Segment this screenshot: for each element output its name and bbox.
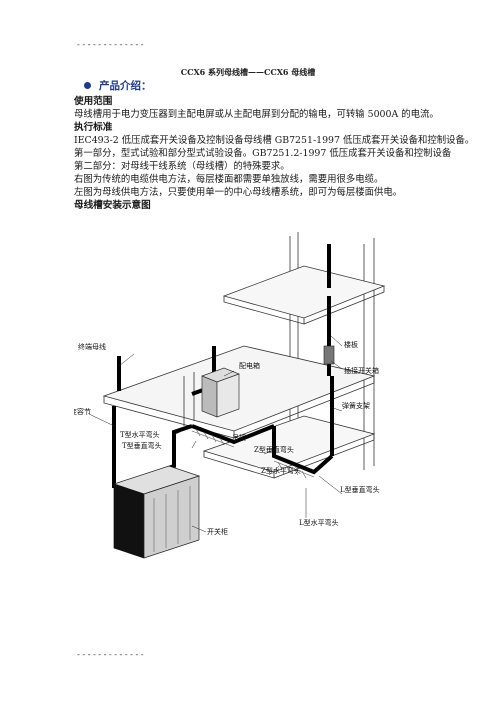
distribution-box-shape bbox=[201, 367, 240, 418]
label-transformer-joint: 变容节 bbox=[74, 407, 91, 416]
label-z-horizontal-elbow: Z型水平弯头 bbox=[261, 466, 301, 475]
label-distribution-box: 配电箱 bbox=[239, 361, 260, 370]
label-z-vertical-elbow: Z型垂直弯头 bbox=[254, 445, 294, 454]
standard-line-3: 第二部分：对母线干线系统（母线槽）的特殊要求。 bbox=[74, 161, 290, 172]
label-t-horizontal-elbow: T型水平弯头 bbox=[120, 430, 160, 439]
label-terminal-busbar: 终端母线 bbox=[78, 342, 106, 351]
label-spring-bracket: 弹簧支架 bbox=[342, 401, 370, 410]
label-plug-switch-box: 插接开关箱 bbox=[344, 366, 379, 375]
top-dash-rule: ------------- bbox=[76, 40, 146, 49]
switch-cabinet-shape bbox=[112, 465, 201, 559]
scope-text: 母线槽用于电力变压器到主配电屏或从主配电屏到分配的输电，可转输 5000A 的电… bbox=[74, 109, 439, 120]
document-title: CCX6 系列母线槽——CCX6 母线槽 bbox=[180, 67, 316, 77]
label-switch-cabinet: 开关柜 bbox=[207, 527, 228, 536]
label-t-vertical-elbow: T型垂直弯头 bbox=[122, 441, 162, 450]
busway-installation-diagram: 终端母线 配电箱 楼板 插接开关箱 变容节 弹簧支架 T型水平弯头 T型垂直弯头… bbox=[74, 232, 386, 559]
right-figure-note: 右图为传统的电缆供电方法，每层楼面都需要单独放线，需要用很多电缆。 bbox=[74, 174, 384, 185]
scope-heading: 使用范围 bbox=[74, 96, 113, 107]
label-floor: 楼板 bbox=[344, 340, 358, 349]
section-heading-label: 产品介绍： bbox=[99, 80, 152, 92]
label-hanger: 吊架 bbox=[232, 434, 246, 442]
standard-line-1: IEC493-2 低压成套开关设备及控制设备母线槽 GB7251-1997 低压… bbox=[74, 135, 475, 146]
product-intro-body: 使用范围 母线槽用于电力变压器到主配电屏或从主配电屏到分配的输电，可转输 500… bbox=[74, 95, 494, 212]
bottom-dash-rule: ------------- bbox=[76, 650, 146, 659]
label-l-horizontal-elbow: L型水平弯头 bbox=[299, 518, 339, 527]
bullet-icon bbox=[84, 82, 91, 89]
label-l-vertical-elbow: L型垂直弯头 bbox=[340, 485, 380, 494]
diagram-heading: 母线槽安装示意图 bbox=[74, 200, 151, 211]
section-heading: 产品介绍： bbox=[84, 78, 152, 93]
standard-heading: 执行标准 bbox=[74, 122, 113, 133]
standard-line-2: 第一部分，型式试验和部分型式试验设备。GB7251.2-1997 低压成套开关设… bbox=[74, 148, 452, 159]
left-figure-note: 左图为母线供电方法，只要使用单一的中心母线槽系统，即可为每层楼面供电。 bbox=[74, 187, 403, 198]
